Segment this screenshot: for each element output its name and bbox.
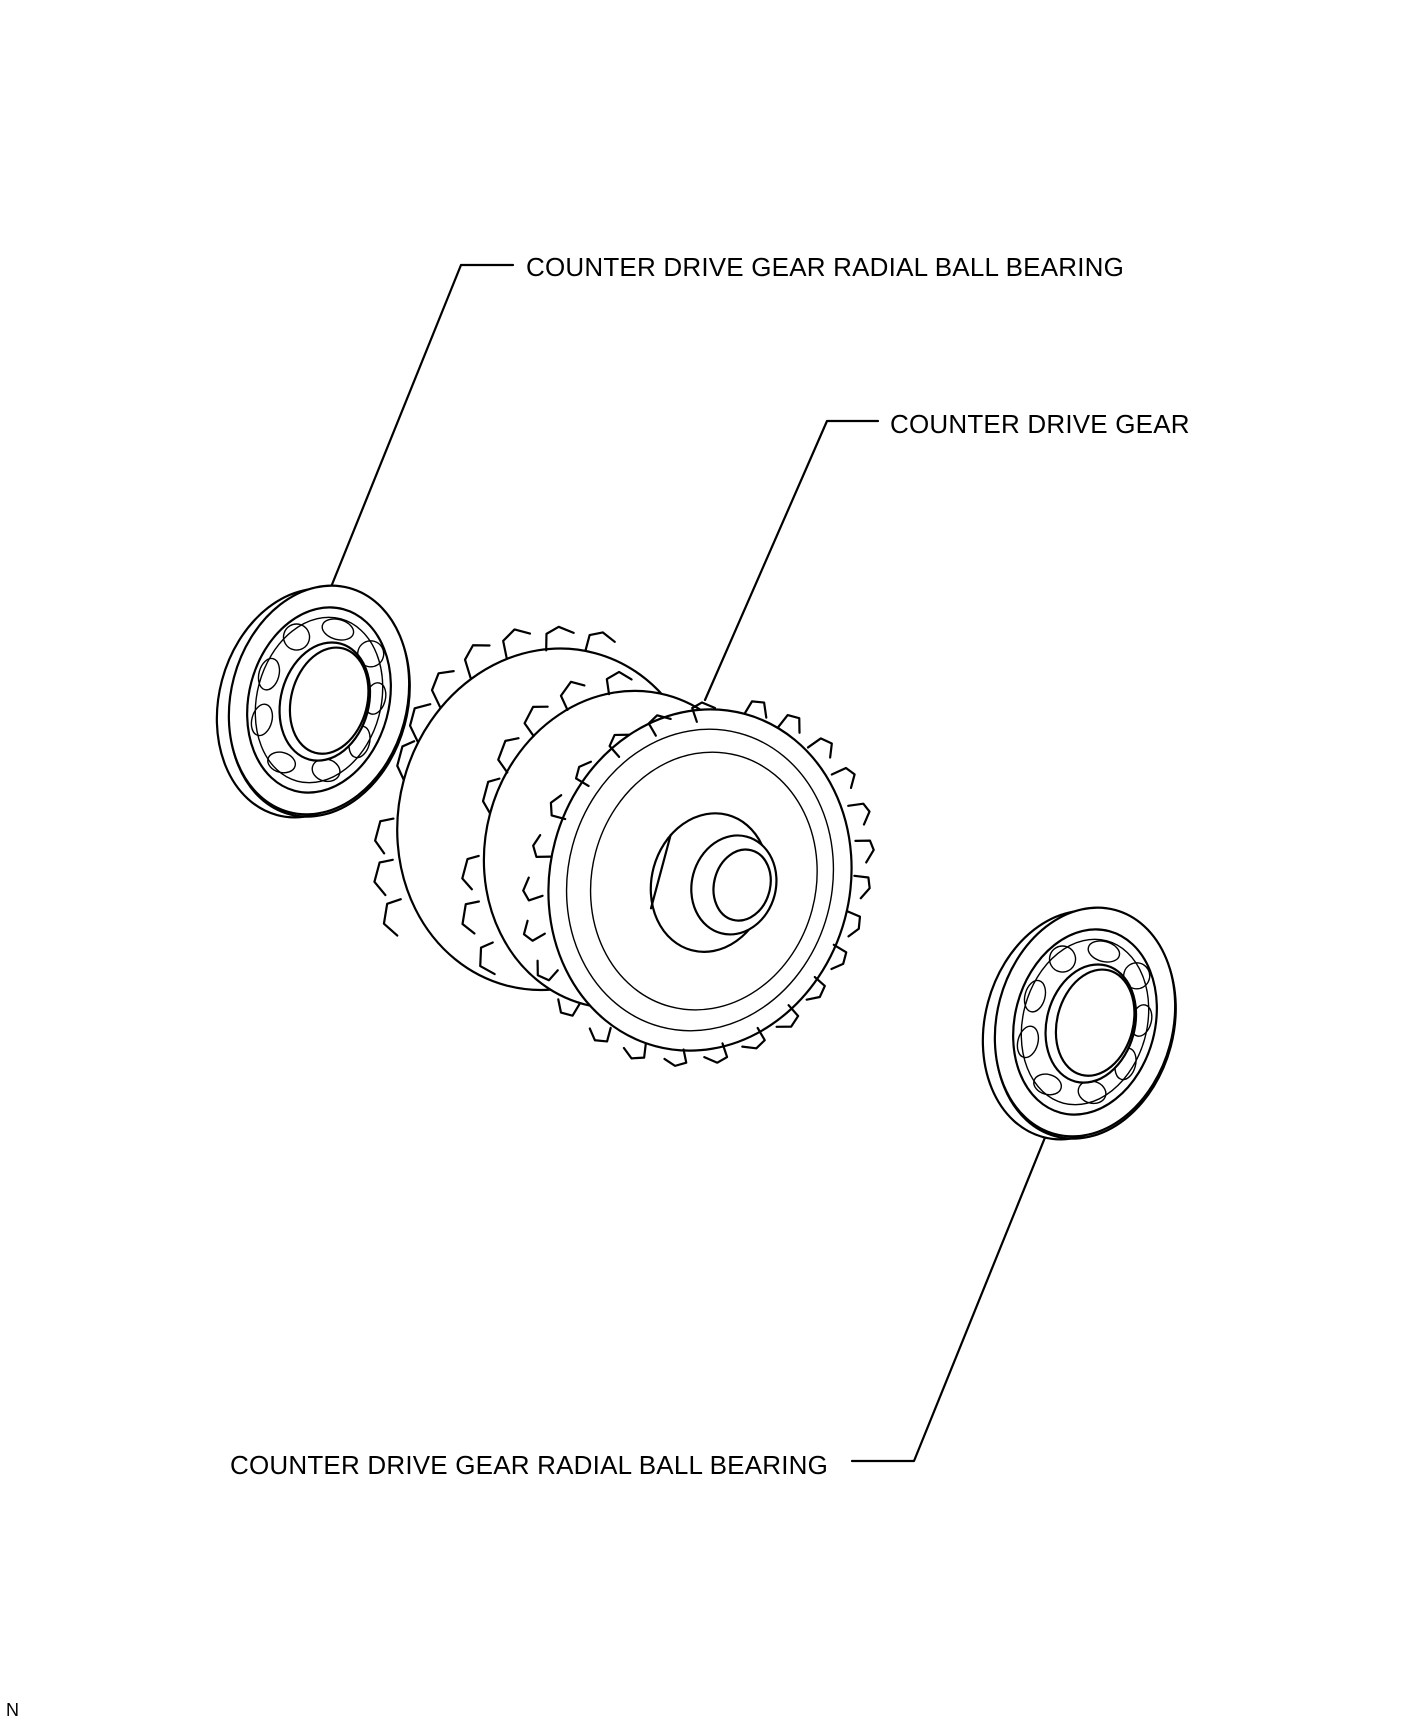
- label-counter-drive-gear-radial-ball-bearing-top: COUNTER DRIVE GEAR RADIAL BALL BEARING: [526, 252, 1125, 282]
- radial-ball-bearing-bottom: [981, 906, 1177, 1141]
- radial-ball-bearing-top: [215, 584, 411, 819]
- label-counter-drive-gear-radial-ball-bearing-bottom: COUNTER DRIVE GEAR RADIAL BALL BEARING: [230, 1450, 829, 1480]
- leader-lines: [327, 263, 1048, 1463]
- counter-drive-gear: [373, 625, 875, 1067]
- leader-line-bearing-bottom: [850, 1133, 1048, 1463]
- leader-line-bearing-top: [327, 263, 515, 594]
- corner-mark: N: [6, 1700, 19, 1720]
- label-counter-drive-gear: COUNTER DRIVE GEAR: [890, 409, 1190, 439]
- leader-line-gear: [703, 419, 880, 702]
